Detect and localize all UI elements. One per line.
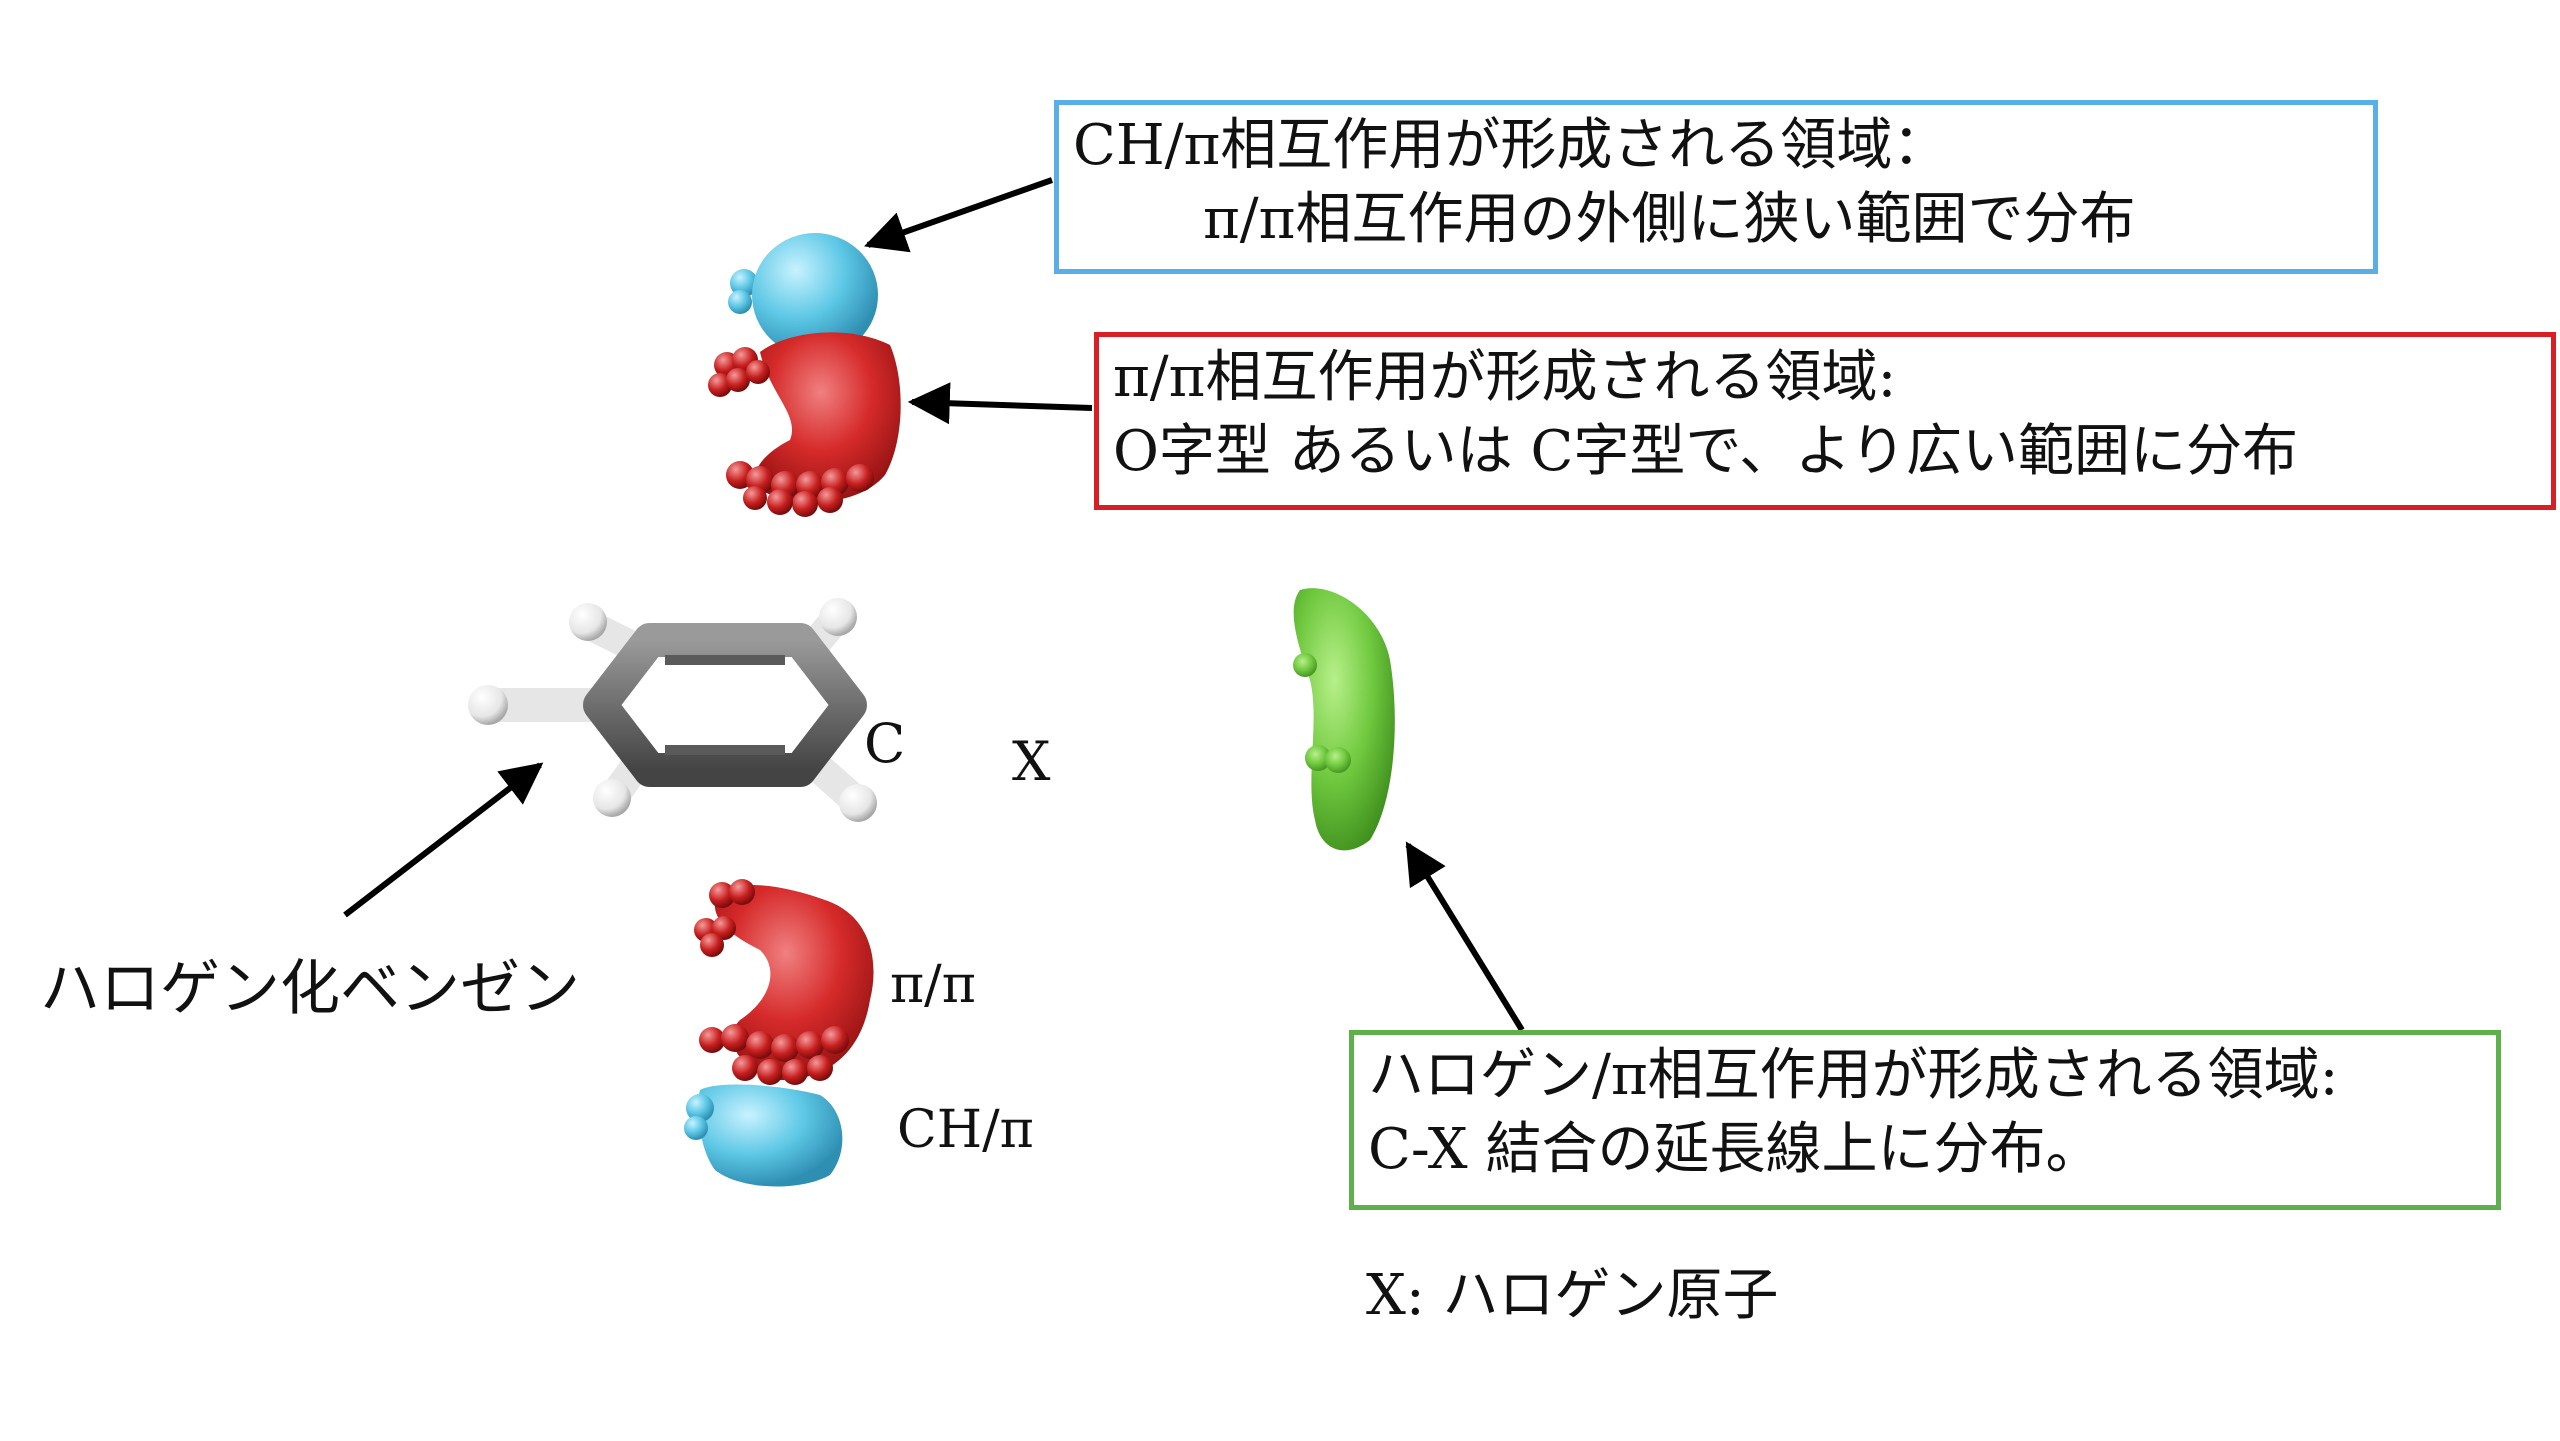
lower-ch-pi-region: [684, 1084, 843, 1187]
ch-pi-label: CH/π: [897, 1100, 1034, 1160]
upper-pi-pi-region: [708, 332, 901, 517]
pi-pi-callout: π/π相互作用が形成される領域: O字型 あるいは C字型で、より広い範囲に分布: [1094, 332, 2556, 510]
pi-pi-callout-line2: O字型 あるいは C字型で、より広い範囲に分布: [1113, 419, 2298, 484]
upper-ch-pi-region: [728, 233, 878, 357]
halogen-atom-label: X: [1012, 730, 1051, 793]
pi-pi-callout-line1: π/π相互作用が形成される領域:: [1113, 345, 1897, 410]
ch-pi-callout: CH/π相互作用が形成される領域： π/π相互作用の外側に狭い範囲で分布: [1054, 100, 2378, 274]
halogen-note: X: ハロゲン原子: [1366, 1263, 1779, 1328]
benzene-arrow: [343, 762, 544, 918]
benzene-label: ハロゲン化ベンゼン: [40, 954, 580, 1024]
ch-pi-arrow: [864, 177, 1053, 253]
ch-pi-callout-line1: CH/π相互作用が形成される領域：: [1073, 113, 1949, 178]
carbon-atom-label: C: [864, 712, 906, 775]
ch-pi-callout-line2: π/π相互作用の外側に狭い範囲で分布: [1203, 187, 2136, 252]
pi-pi-label: π/π: [890, 955, 976, 1015]
lower-pi-pi-region: [694, 879, 874, 1085]
halogenated-benzene-molecule: [468, 598, 1050, 822]
halogen-pi-arrow: [1405, 841, 1525, 1032]
halogen-pi-callout: ハロゲン/π相互作用が形成される領域: C-X 結合の延長線上に分布。: [1349, 1030, 2501, 1210]
halogen-pi-callout-line2: C-X 結合の延長線上に分布。: [1368, 1117, 2102, 1182]
halogen-pi-region: [1293, 588, 1395, 851]
pi-pi-arrow: [907, 382, 1093, 425]
halogen-pi-callout-line1: ハロゲン/π相互作用が形成される領域:: [1368, 1043, 2339, 1108]
